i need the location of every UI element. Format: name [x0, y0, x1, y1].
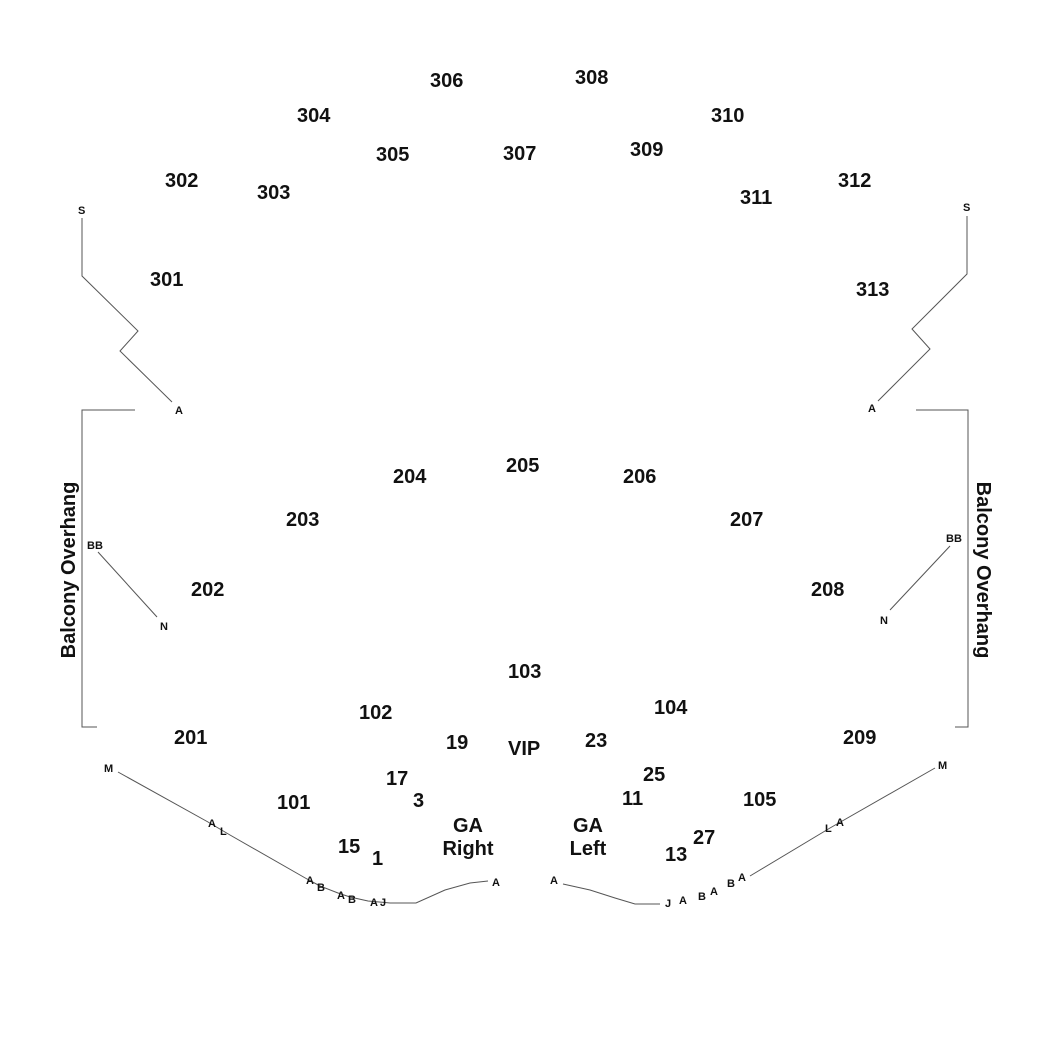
orchestra-left-row-m: M [104, 763, 113, 775]
orchestra-left-rim-line [117, 771, 489, 904]
table-15[interactable]: 15 [338, 836, 360, 858]
orchestra-right-row-b2: B [698, 891, 706, 903]
table-1[interactable]: 1 [372, 848, 383, 870]
orchestra-left-row-a1: A [208, 818, 216, 830]
table-23[interactable]: 23 [585, 730, 607, 752]
section-101[interactable]: 101 [277, 792, 310, 814]
section-310[interactable]: 310 [711, 105, 744, 127]
orchestra-right-row-a5: A [550, 875, 558, 887]
section-206[interactable]: 206 [623, 466, 656, 488]
balcony-left-row-bottom: A [175, 405, 183, 417]
section-304[interactable]: 304 [297, 105, 331, 127]
section-209[interactable]: 209 [843, 727, 876, 749]
orchestra-right-row-m: M [938, 760, 947, 772]
section-305[interactable]: 305 [376, 144, 409, 166]
section-103[interactable]: 103 [508, 661, 541, 683]
mezzanine-left-row-bottom: N [160, 621, 168, 633]
mezzanine-right-row-top: BB [946, 533, 962, 545]
balcony-left-aisle-line [81, 218, 173, 403]
section-303[interactable]: 303 [257, 182, 290, 204]
orchestra-left-row-l: L [220, 826, 227, 838]
ga-left-line1[interactable]: GA [573, 815, 603, 837]
orchestra-left-row-a3: A [337, 890, 345, 902]
table-11[interactable]: 11 [622, 788, 643, 810]
table-25[interactable]: 25 [643, 764, 665, 786]
section-207[interactable]: 207 [730, 509, 763, 531]
table-3[interactable]: 3 [413, 790, 424, 812]
ga-left-line2[interactable]: Left [570, 838, 607, 860]
vip-label[interactable]: VIP [508, 738, 540, 760]
orchestra-right-row-a3: A [710, 886, 718, 898]
section-313[interactable]: 313 [856, 279, 889, 301]
section-205[interactable]: 205 [506, 455, 539, 477]
overhang-right-bracket [916, 409, 969, 728]
orchestra-left-row-b2: B [348, 894, 356, 906]
section-301[interactable]: 301 [150, 269, 183, 291]
orchestra-right-row-j: J [665, 898, 671, 910]
orchestra-right-rim-line [562, 883, 660, 905]
table-19[interactable]: 19 [446, 732, 468, 754]
orchestra-right-row-b1: B [727, 878, 735, 890]
overhang-left-label: Balcony Overhang [58, 482, 80, 659]
orchestra-right-row-a2: A [738, 872, 746, 884]
mezzanine-right-row-bottom: N [880, 615, 888, 627]
section-302[interactable]: 302 [165, 170, 198, 192]
section-308[interactable]: 308 [575, 67, 608, 89]
section-204[interactable]: 204 [393, 466, 427, 488]
section-307[interactable]: 307 [503, 143, 536, 165]
balcony-right-aisle-line [877, 216, 968, 402]
overhang-right-label: Balcony Overhang [972, 482, 994, 659]
section-203[interactable]: 203 [286, 509, 319, 531]
section-208[interactable]: 208 [811, 579, 844, 601]
ga-right-line1[interactable]: GA [453, 815, 483, 837]
orchestra-left-row-a2: A [306, 875, 314, 887]
section-105[interactable]: 105 [743, 789, 776, 811]
orchestra-right-row-l: L [825, 823, 832, 835]
section-312[interactable]: 312 [838, 170, 871, 192]
section-306[interactable]: 306 [430, 70, 463, 92]
orchestra-right-row-a1: A [836, 817, 844, 829]
table-27[interactable]: 27 [693, 827, 715, 849]
overhang-left-bracket [81, 409, 135, 728]
balcony-right-row-bottom: A [868, 403, 876, 415]
mezzanine-left-aisle-line [97, 551, 158, 618]
table-13[interactable]: 13 [665, 844, 687, 866]
orchestra-left-row-b1: B [317, 882, 325, 894]
section-201[interactable]: 201 [174, 727, 207, 749]
orchestra-left-row-a5: A [492, 877, 500, 889]
orchestra-left-row-j: J [380, 897, 386, 909]
orchestra-left-row-a4: A [370, 897, 378, 909]
section-202[interactable]: 202 [191, 579, 224, 601]
section-104[interactable]: 104 [654, 697, 688, 719]
balcony-right-row-top: S [963, 202, 970, 214]
balcony-left-row-top: S [78, 205, 85, 217]
section-311[interactable]: 311 [740, 187, 772, 209]
orchestra-right-row-a4: A [679, 895, 687, 907]
mezzanine-left-row-top: BB [87, 540, 103, 552]
section-309[interactable]: 309 [630, 139, 663, 161]
section-102[interactable]: 102 [359, 702, 392, 724]
orchestra-right-rim-line-outer [749, 767, 936, 877]
ga-right-line2[interactable]: Right [442, 838, 493, 860]
table-17[interactable]: 17 [386, 768, 408, 790]
mezzanine-right-aisle-line [889, 545, 951, 611]
